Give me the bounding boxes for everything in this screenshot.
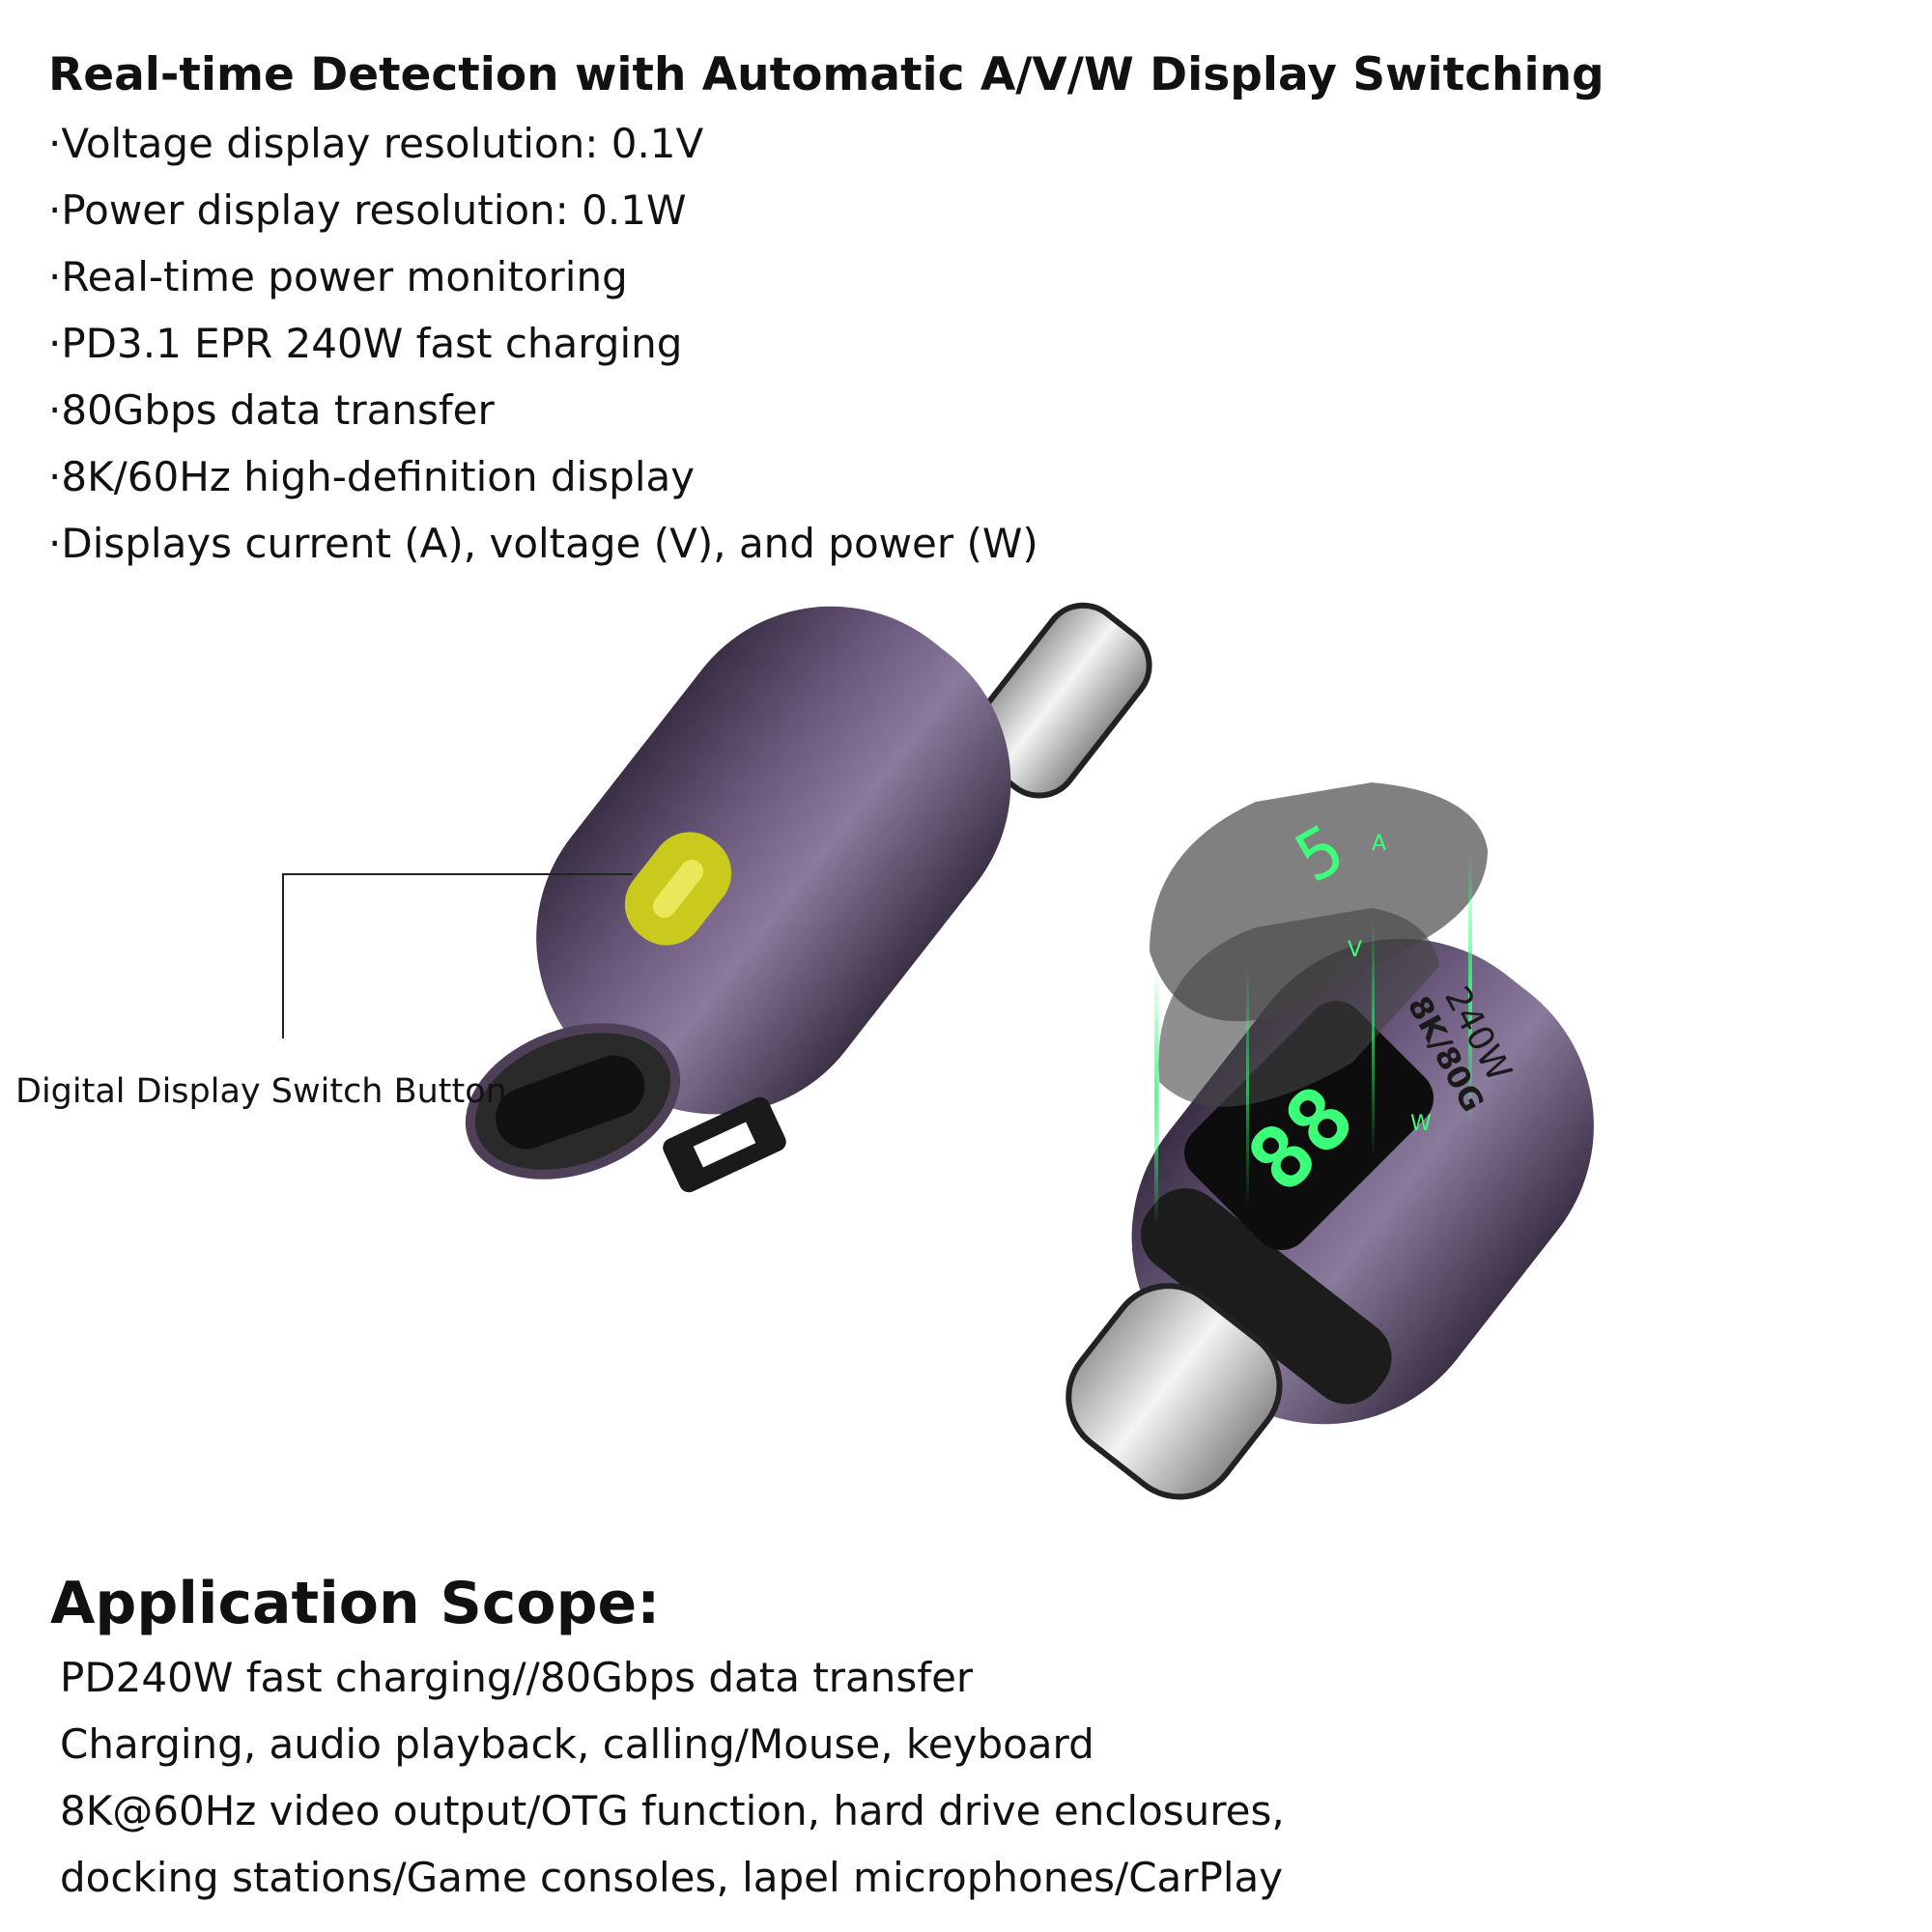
usb-c-plug bbox=[1065, 1283, 1283, 1500]
scope-line: 8K@60Hz video output/OTG function, hard … bbox=[60, 1787, 1285, 1834]
overlay-unit-v: V bbox=[1348, 938, 1362, 962]
display-overlays: 5 A V W bbox=[1150, 782, 1488, 1227]
feature-item: ·Power display resolution: 0.1W bbox=[48, 186, 687, 234]
application-scope-title: Application Scope: bbox=[50, 1570, 661, 1637]
application-scope-list: PD240W fast charging//80Gbps data transf… bbox=[60, 1648, 1285, 1915]
headline: Real-time Detection with Automatic A/V/W… bbox=[48, 48, 1605, 101]
callout-line bbox=[282, 873, 633, 1038]
adapter-body bbox=[536, 606, 1011, 1115]
feature-item: ·PD3.1 EPR 240W fast charging bbox=[48, 320, 683, 367]
feature-list: ·Voltage display resolution: 0.1V ·Power… bbox=[48, 114, 1038, 581]
scope-line: PD240W fast charging//80Gbps data transf… bbox=[60, 1654, 974, 1701]
left-adapter bbox=[465, 602, 1152, 1193]
overlay-unit-a: A bbox=[1372, 832, 1386, 856]
feature-item: ·Real-time power monitoring bbox=[48, 253, 628, 300]
feature-item: ·8K/60Hz high-definition display bbox=[48, 453, 696, 500]
scope-line: Charging, audio playback, calling/Mouse,… bbox=[60, 1720, 1094, 1768]
callout-label: Digital Display Switch Button bbox=[15, 1072, 507, 1111]
scope-line: docking stations/Game consoles, lapel mi… bbox=[60, 1854, 1284, 1901]
feature-item: ·80Gbps data transfer bbox=[48, 386, 495, 434]
feature-item: ·Displays current (A), voltage (V), and … bbox=[48, 520, 1038, 567]
overlay-unit-w: W bbox=[1410, 1112, 1432, 1136]
feature-item: ·Voltage display resolution: 0.1V bbox=[48, 120, 704, 167]
